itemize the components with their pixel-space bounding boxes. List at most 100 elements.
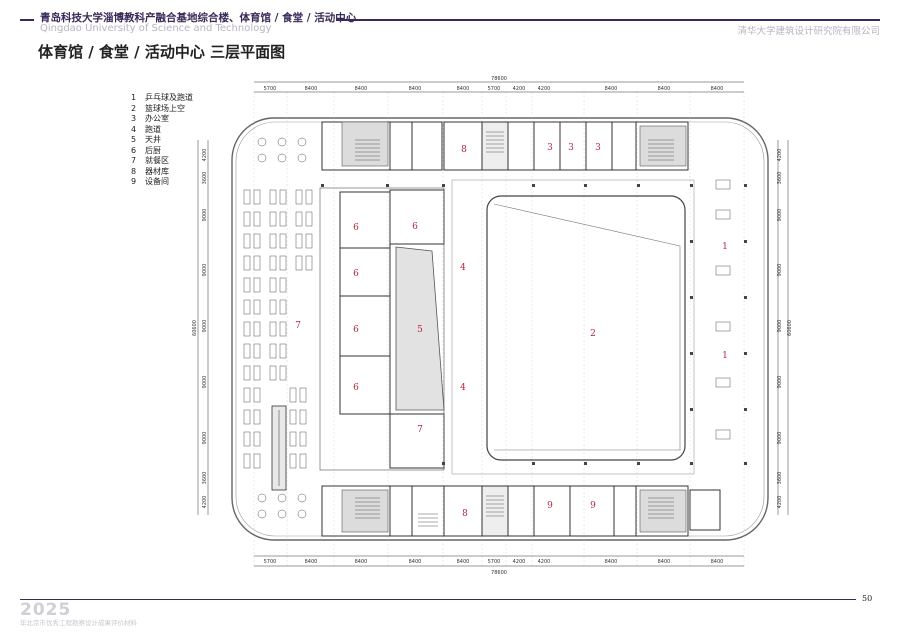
dim-left: 3600 — [202, 172, 208, 185]
dim-bottom-bay: 8400 — [305, 559, 318, 565]
dim-bottom-bay: 5700 — [488, 559, 501, 565]
dim-top-bay: 8400 — [711, 86, 724, 92]
dim-bottom-bay: 4200 — [513, 559, 526, 565]
dim-top-bay: 8400 — [658, 86, 671, 92]
dining-tables — [243, 189, 313, 469]
dim-right: 4200 — [777, 149, 783, 162]
dim-right: 3600 — [777, 472, 783, 485]
dim-right: 3600 — [777, 172, 783, 185]
header-subtitle: Qingdao University of Science and Techno… — [40, 23, 272, 34]
dim-left: 9000 — [202, 320, 208, 333]
room-label: 8 — [462, 509, 468, 519]
dim-left: 9000 — [202, 264, 208, 277]
dim-right: 9000 — [777, 376, 783, 389]
header-rule-left — [20, 19, 34, 21]
dim-left: 9000 — [202, 209, 208, 222]
top-rooms — [321, 121, 689, 171]
room-label: 4 — [460, 383, 466, 393]
header-firm: 清华大学建筑设计研究院有限公司 — [737, 26, 880, 37]
dim-right: 4200 — [777, 496, 783, 509]
dim-bottom-bay: 4200 — [538, 559, 551, 565]
room-label: 9 — [547, 501, 553, 511]
ping-pong-tables — [715, 179, 731, 440]
dim-right: 9000 — [777, 209, 783, 222]
room-label: 7 — [295, 321, 301, 331]
dim-top-bay: 8400 — [305, 86, 318, 92]
dim-top-total: 78600 — [491, 76, 507, 82]
dim-top-bay: 8400 — [605, 86, 618, 92]
grid-lines — [253, 92, 745, 566]
dim-bottom-bay: 8400 — [605, 559, 618, 565]
dim-bottom-bay: 8400 — [711, 559, 724, 565]
room-label: 3 — [568, 143, 574, 153]
round-tables — [257, 137, 307, 519]
dim-bottom-bay: 8400 — [457, 559, 470, 565]
dim-top-bay: 8400 — [409, 86, 422, 92]
room-label: 6 — [412, 222, 418, 232]
room-label: 1 — [722, 351, 728, 361]
footer-rule — [20, 599, 856, 600]
dim-right: 9000 — [777, 320, 783, 333]
dim-left: 4200 — [202, 149, 208, 162]
central-court-void — [486, 195, 686, 461]
dim-bottom-bay: 8400 — [409, 559, 422, 565]
header-rule-right — [336, 19, 880, 21]
columns — [321, 184, 747, 465]
header-title: 青岛科技大学淄博教科产融合基地综合楼、体育馆 / 食堂 / 活动中心 — [40, 12, 357, 24]
dim-left-total: 60600 — [192, 320, 198, 336]
dimension-lines — [197, 81, 789, 567]
room-label: 3 — [595, 143, 601, 153]
room-label: 1 — [722, 242, 728, 252]
room-label: 6 — [353, 325, 359, 335]
dim-top-bay: 5700 — [488, 86, 501, 92]
top-stair-treads — [355, 131, 674, 161]
building-outline — [231, 117, 769, 541]
dim-bottom-bay: 8400 — [355, 559, 368, 565]
bottom-stair-treads — [355, 495, 674, 527]
dim-left: 9000 — [202, 376, 208, 389]
dim-bottom-bay: 8400 — [658, 559, 671, 565]
dim-top-bay: 4200 — [513, 86, 526, 92]
room-label: 3 — [547, 143, 553, 153]
dim-right-total: 60600 — [787, 320, 793, 336]
kitchen-block — [319, 187, 445, 471]
atrium-void — [395, 246, 445, 411]
room-label: 4 — [460, 263, 466, 273]
dim-left: 9000 — [202, 432, 208, 445]
room-label: 8 — [461, 145, 467, 155]
dim-top-bay: 8400 — [355, 86, 368, 92]
running-track-inner — [451, 179, 695, 475]
room-label: 7 — [417, 425, 423, 435]
dim-top-bay: 5700 — [264, 86, 277, 92]
dim-left: 4200 — [202, 496, 208, 509]
dim-right: 9000 — [777, 264, 783, 277]
room-label: 6 — [353, 383, 359, 393]
dim-top-bay: 4200 — [538, 86, 551, 92]
room-label: 2 — [590, 329, 596, 339]
dim-left: 3600 — [202, 472, 208, 485]
room-label: 6 — [353, 269, 359, 279]
dim-right: 9000 — [777, 432, 783, 445]
page-title: 体育馆 / 食堂 / 活动中心 三层平面图 — [38, 43, 286, 61]
room-label: 9 — [590, 501, 596, 511]
page-number: 50 — [862, 594, 873, 603]
central-court-diagonal — [493, 203, 681, 451]
dim-bottom-total: 78600 — [491, 570, 507, 576]
dim-bottom-bay: 5700 — [264, 559, 277, 565]
room-label: 6 — [353, 223, 359, 233]
dim-top-bay: 8400 — [457, 86, 470, 92]
footer-note: 年北京市优秀工程勘察设计成果评价材料 — [20, 619, 137, 627]
footer-year: 2025 — [20, 600, 72, 620]
room-label: 5 — [417, 325, 423, 335]
